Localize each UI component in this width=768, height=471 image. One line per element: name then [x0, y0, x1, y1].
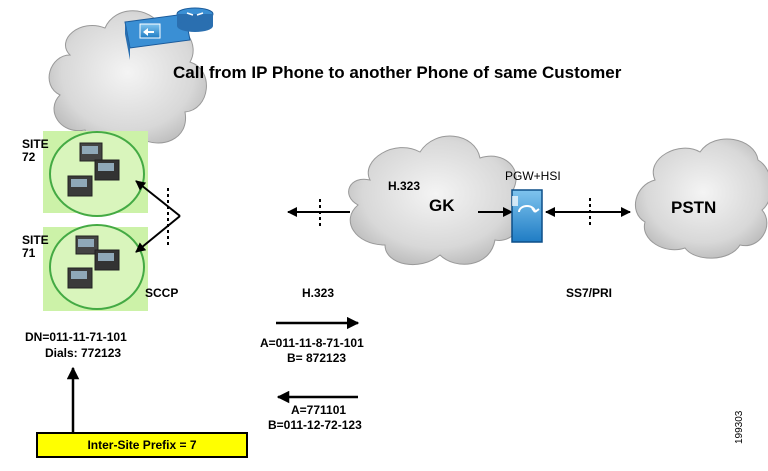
pstn-label: PSTN — [671, 198, 717, 217]
call-manager-icon — [124, 13, 191, 60]
sccp-label: SCCP — [145, 286, 179, 300]
ss7-link — [545, 198, 631, 226]
gk-label: GK — [429, 196, 455, 215]
outbound-b-label: B= 872123 — [287, 351, 347, 365]
dn-label: DN=011-11-71-101 — [25, 330, 127, 344]
gk-protocol-label: H.323 — [388, 179, 421, 193]
diagram-title: Call from IP Phone to another Phone of s… — [173, 63, 622, 82]
dials-label: Dials: 772123 — [45, 346, 122, 360]
sccp-links — [135, 180, 181, 253]
site-71-label: SITE 71 — [22, 233, 49, 261]
site-72-label: SITE 72 — [22, 137, 49, 165]
outbound-a-label: A=011-11-8-71-101 — [260, 336, 364, 350]
pstn-cloud — [635, 138, 768, 259]
pgw-hsi-device-icon — [511, 189, 543, 243]
inbound-a-label: A=771101 — [291, 403, 347, 417]
inter-site-prefix-box: Inter-Site Prefix = 7 — [36, 432, 248, 458]
h323-link — [287, 199, 350, 226]
site-72-phones-icon — [67, 142, 120, 197]
wan-cloud — [48, 10, 207, 149]
figure-id: 199303 — [734, 410, 745, 444]
h323-label: H.323 — [302, 286, 335, 300]
inter-site-prefix-label: Inter-Site Prefix = 7 — [87, 438, 197, 452]
inbound-b-label: B=011-12-72-123 — [268, 418, 362, 432]
pgw-hsi-label: PGW+HSI — [505, 169, 561, 183]
router-icon — [176, 7, 214, 32]
ss7-pri-label: SS7/PRI — [566, 286, 613, 300]
site-71-phones-icon — [67, 235, 120, 289]
gk-cloud — [348, 135, 524, 266]
